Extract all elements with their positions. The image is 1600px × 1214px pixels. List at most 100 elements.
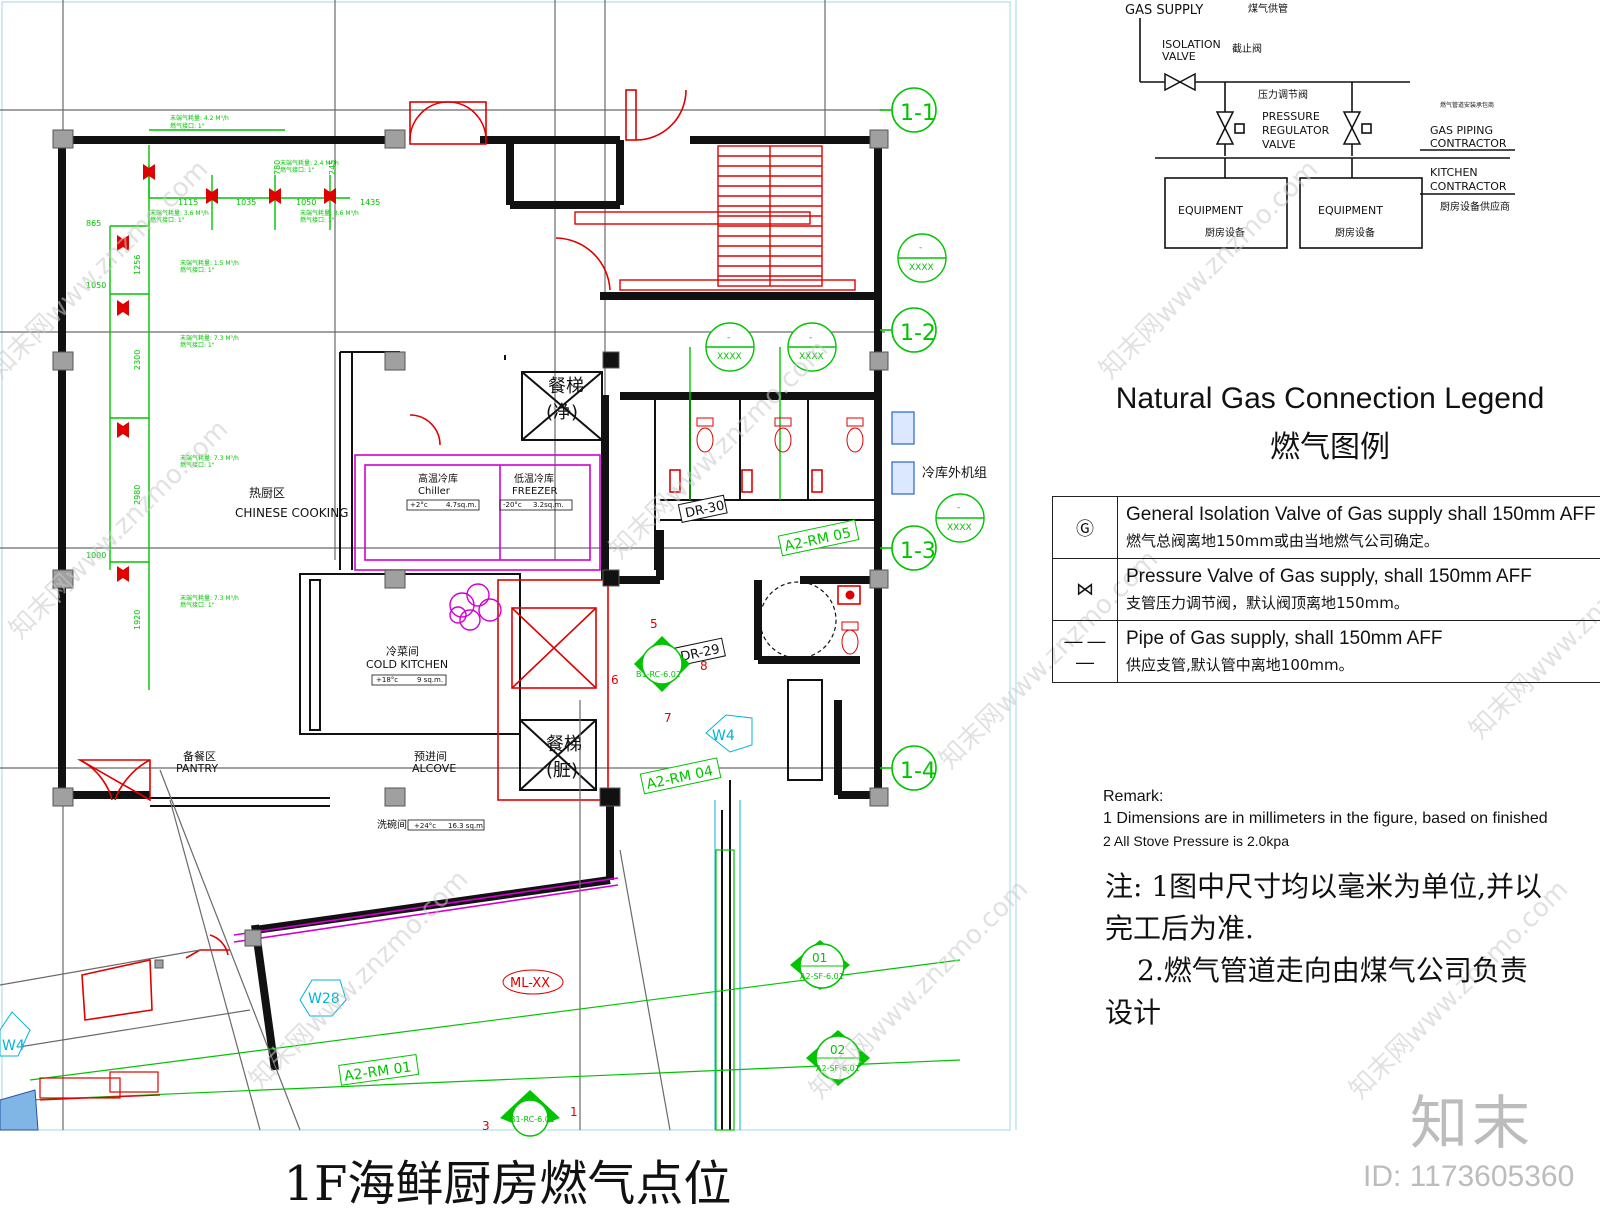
svg-text:末端气耗量: 7.3 M³/h: 末端气耗量: 7.3 M³/h — [180, 334, 239, 342]
legend-desc-cn: 供应支管,默认管中离地100mm。 — [1126, 654, 1600, 675]
room-label: 热厨区 — [249, 486, 285, 500]
room-label: 冷菜间 — [386, 645, 419, 658]
svg-text:知末网www.znzmo.com: 知末网www.znzmo.com — [4, 414, 235, 645]
dim-text: 1035 — [236, 198, 256, 207]
grid-bubble-1-1: 1-1 — [900, 101, 936, 126]
pressure-valve-icon: ⋈ — [1053, 559, 1118, 621]
svg-text:GAS PIPING: GAS PIPING — [1430, 124, 1493, 137]
legend-desc-cn: 支管压力调节阀，默认阀顶离地150mm。 — [1126, 592, 1600, 613]
legend-desc: Pipe of Gas supply, shall 150mm AFF 供应支管… — [1118, 621, 1600, 683]
room-label: +18°c — [376, 676, 398, 684]
svg-text:VALVE: VALVE — [1162, 50, 1196, 63]
svg-text:CONTRACTOR: CONTRACTOR — [1430, 180, 1507, 193]
plant-symbol — [450, 584, 501, 630]
remark-block: Remark: 1 Dimensions are in millimeters … — [1103, 786, 1548, 852]
revolving-door — [760, 582, 836, 658]
svg-text:B1-RC-6.01: B1-RC-6.01 — [510, 1115, 555, 1124]
svg-text:XXXX: XXXX — [717, 352, 742, 362]
svg-text:6: 6 — [611, 673, 619, 687]
legend-row: — — — Pipe of Gas supply, shall 150mm AF… — [1053, 621, 1600, 683]
svg-text:7: 7 — [664, 711, 672, 725]
legend-desc: Pressure Valve of Gas supply, shall 150m… — [1118, 559, 1600, 621]
note-line: 设计 — [1105, 992, 1595, 1034]
room-label: PANTRY — [176, 762, 218, 775]
svg-text:知末网www.znzmo.com: 知末网www.znzmo.com — [1094, 154, 1325, 385]
room-label: ALCOVE — [412, 762, 456, 775]
svg-text:3: 3 — [482, 1119, 490, 1133]
grid-bubble-1-4: 1-4 — [900, 759, 936, 784]
grid-bubble-1-3: 1-3 — [900, 539, 936, 564]
dim-text: 245 — [328, 160, 337, 175]
svg-text:末端气耗量: 3.6 M³/h: 末端气耗量: 3.6 M³/h — [300, 209, 359, 217]
svg-text:压力调节阀: 压力调节阀 — [1258, 88, 1308, 101]
dim-text: 1920 — [133, 610, 142, 630]
remark-line: 1 Dimensions are in millimeters in the f… — [1103, 808, 1548, 830]
dim-text: 780 — [273, 160, 282, 175]
svg-text:末端气耗量: 7.3 M³/h: 末端气耗量: 7.3 M³/h — [180, 594, 239, 602]
svg-text:燃气管道安装承包商: 燃气管道安装承包商 — [1440, 101, 1494, 109]
svg-text:末端气耗量: 1.5 M³/h: 末端气耗量: 1.5 M³/h — [180, 259, 239, 267]
room-labels: 热厨区 CHINESE COOKING 高温冷库 Chiller +2°c 4.… — [176, 376, 987, 831]
svg-text:8: 8 — [700, 659, 708, 673]
room-label: 低温冷库 — [514, 472, 554, 485]
elevation-markers: B1-RC-6.02 5 6 7 8 01 A2-SF-6.01 02 A2-S… — [482, 617, 870, 1136]
svg-text:ML-XX: ML-XX — [510, 976, 550, 991]
room-label: -20°c — [503, 501, 522, 509]
svg-text:知末网www.znzmo.com: 知末网www.znzmo.com — [804, 874, 1035, 1105]
svg-text:煤气供管: 煤气供管 — [1248, 2, 1288, 15]
room-label: CHINESE COOKING — [235, 506, 348, 520]
svg-text:-: - — [919, 243, 922, 253]
svg-text:EQUIPMENT: EQUIPMENT — [1178, 204, 1243, 217]
room-label: 4.7sq.m. — [446, 501, 477, 509]
svg-text:燃气接口: 1": 燃气接口: 1" — [300, 216, 335, 224]
room-label: 高温冷库 — [418, 472, 458, 485]
condenser-units — [892, 412, 914, 494]
svg-text:截止阀: 截止阀 — [1232, 42, 1262, 55]
note-line: 完工后为准. — [1105, 908, 1595, 950]
legend-desc-en: General Isolation Valve of Gas supply sh… — [1126, 504, 1600, 526]
svg-text:燃气接口: 1": 燃气接口: 1" — [180, 266, 215, 274]
svg-text:燃气接口: 1": 燃气接口: 1" — [280, 166, 315, 174]
svg-text:REGULATOR: REGULATOR — [1262, 124, 1330, 137]
svg-text:GAS SUPPLY: GAS SUPPLY — [1125, 3, 1203, 18]
note-line: 2.燃气管道走向由煤气公司负责 — [1105, 950, 1595, 992]
legend-desc: General Isolation Valve of Gas supply sh… — [1118, 497, 1600, 559]
room-label: COLD KITCHEN — [366, 658, 448, 671]
room-label: 洗碗间 — [377, 818, 407, 831]
svg-text:XXXX: XXXX — [909, 263, 934, 273]
svg-text:EQUIPMENT: EQUIPMENT — [1318, 204, 1383, 217]
svg-text:燃气接口: 1": 燃气接口: 1" — [180, 601, 215, 609]
gas-pipe-icon: — — — — [1053, 621, 1118, 683]
legend-title-en: Natural Gas Connection Legend — [1080, 382, 1580, 416]
svg-text:知末网www.znzmo.com: 知末网www.znzmo.com — [244, 864, 475, 1095]
svg-text:厨房设备供应商: 厨房设备供应商 — [1440, 200, 1510, 213]
room-label: 冷库外机组 — [922, 465, 987, 481]
grid-bubble-1-2: 1-2 — [900, 321, 936, 346]
legend-desc-en: Pressure Valve of Gas supply, shall 150m… — [1126, 566, 1600, 588]
legend-row: ⋈ Pressure Valve of Gas supply, shall 15… — [1053, 559, 1600, 621]
legend-row: Ⓖ General Isolation Valve of Gas supply … — [1053, 497, 1600, 559]
room-label: +2°c — [410, 501, 428, 509]
room-label: (净) — [546, 402, 578, 423]
svg-text:1: 1 — [570, 1105, 578, 1119]
legend-title: Natural Gas Connection Legend 燃气图例 — [1080, 382, 1580, 466]
dim-text: 1435 — [360, 198, 380, 207]
notes-block: 注: 1图中尺寸均以毫米为单位,并以 完工后为准. 2.燃气管道走向由煤气公司负… — [1105, 866, 1595, 1034]
gas-schematic: GAS SUPPLY 煤气供管 ISOLATION VALVE 截止阀 压力调节… — [1125, 2, 1515, 248]
cold-room-outline — [234, 455, 618, 942]
svg-text:01: 01 — [812, 951, 827, 965]
room-label: (脏) — [546, 760, 578, 781]
svg-text:-: - — [727, 333, 730, 343]
legend-desc-en: Pipe of Gas supply, shall 150mm AFF — [1126, 628, 1600, 650]
room-label: 备餐区 — [183, 749, 216, 763]
svg-text:XXXX: XXXX — [947, 523, 972, 533]
room-label: 餐梯 — [546, 734, 582, 755]
room-label: FREEZER — [512, 486, 558, 497]
dim-text: 1050 — [296, 198, 316, 207]
svg-text:末端气耗量: 4.2 M³/h: 末端气耗量: 4.2 M³/h — [170, 114, 229, 122]
svg-text:W4: W4 — [2, 1038, 25, 1054]
remark-title: Remark: — [1103, 786, 1548, 808]
svg-text:PRESSURE: PRESSURE — [1262, 110, 1320, 123]
svg-text:KITCHEN: KITCHEN — [1430, 166, 1478, 179]
remark-line: 2 All Stove Pressure is 2.0kpa — [1103, 830, 1548, 852]
